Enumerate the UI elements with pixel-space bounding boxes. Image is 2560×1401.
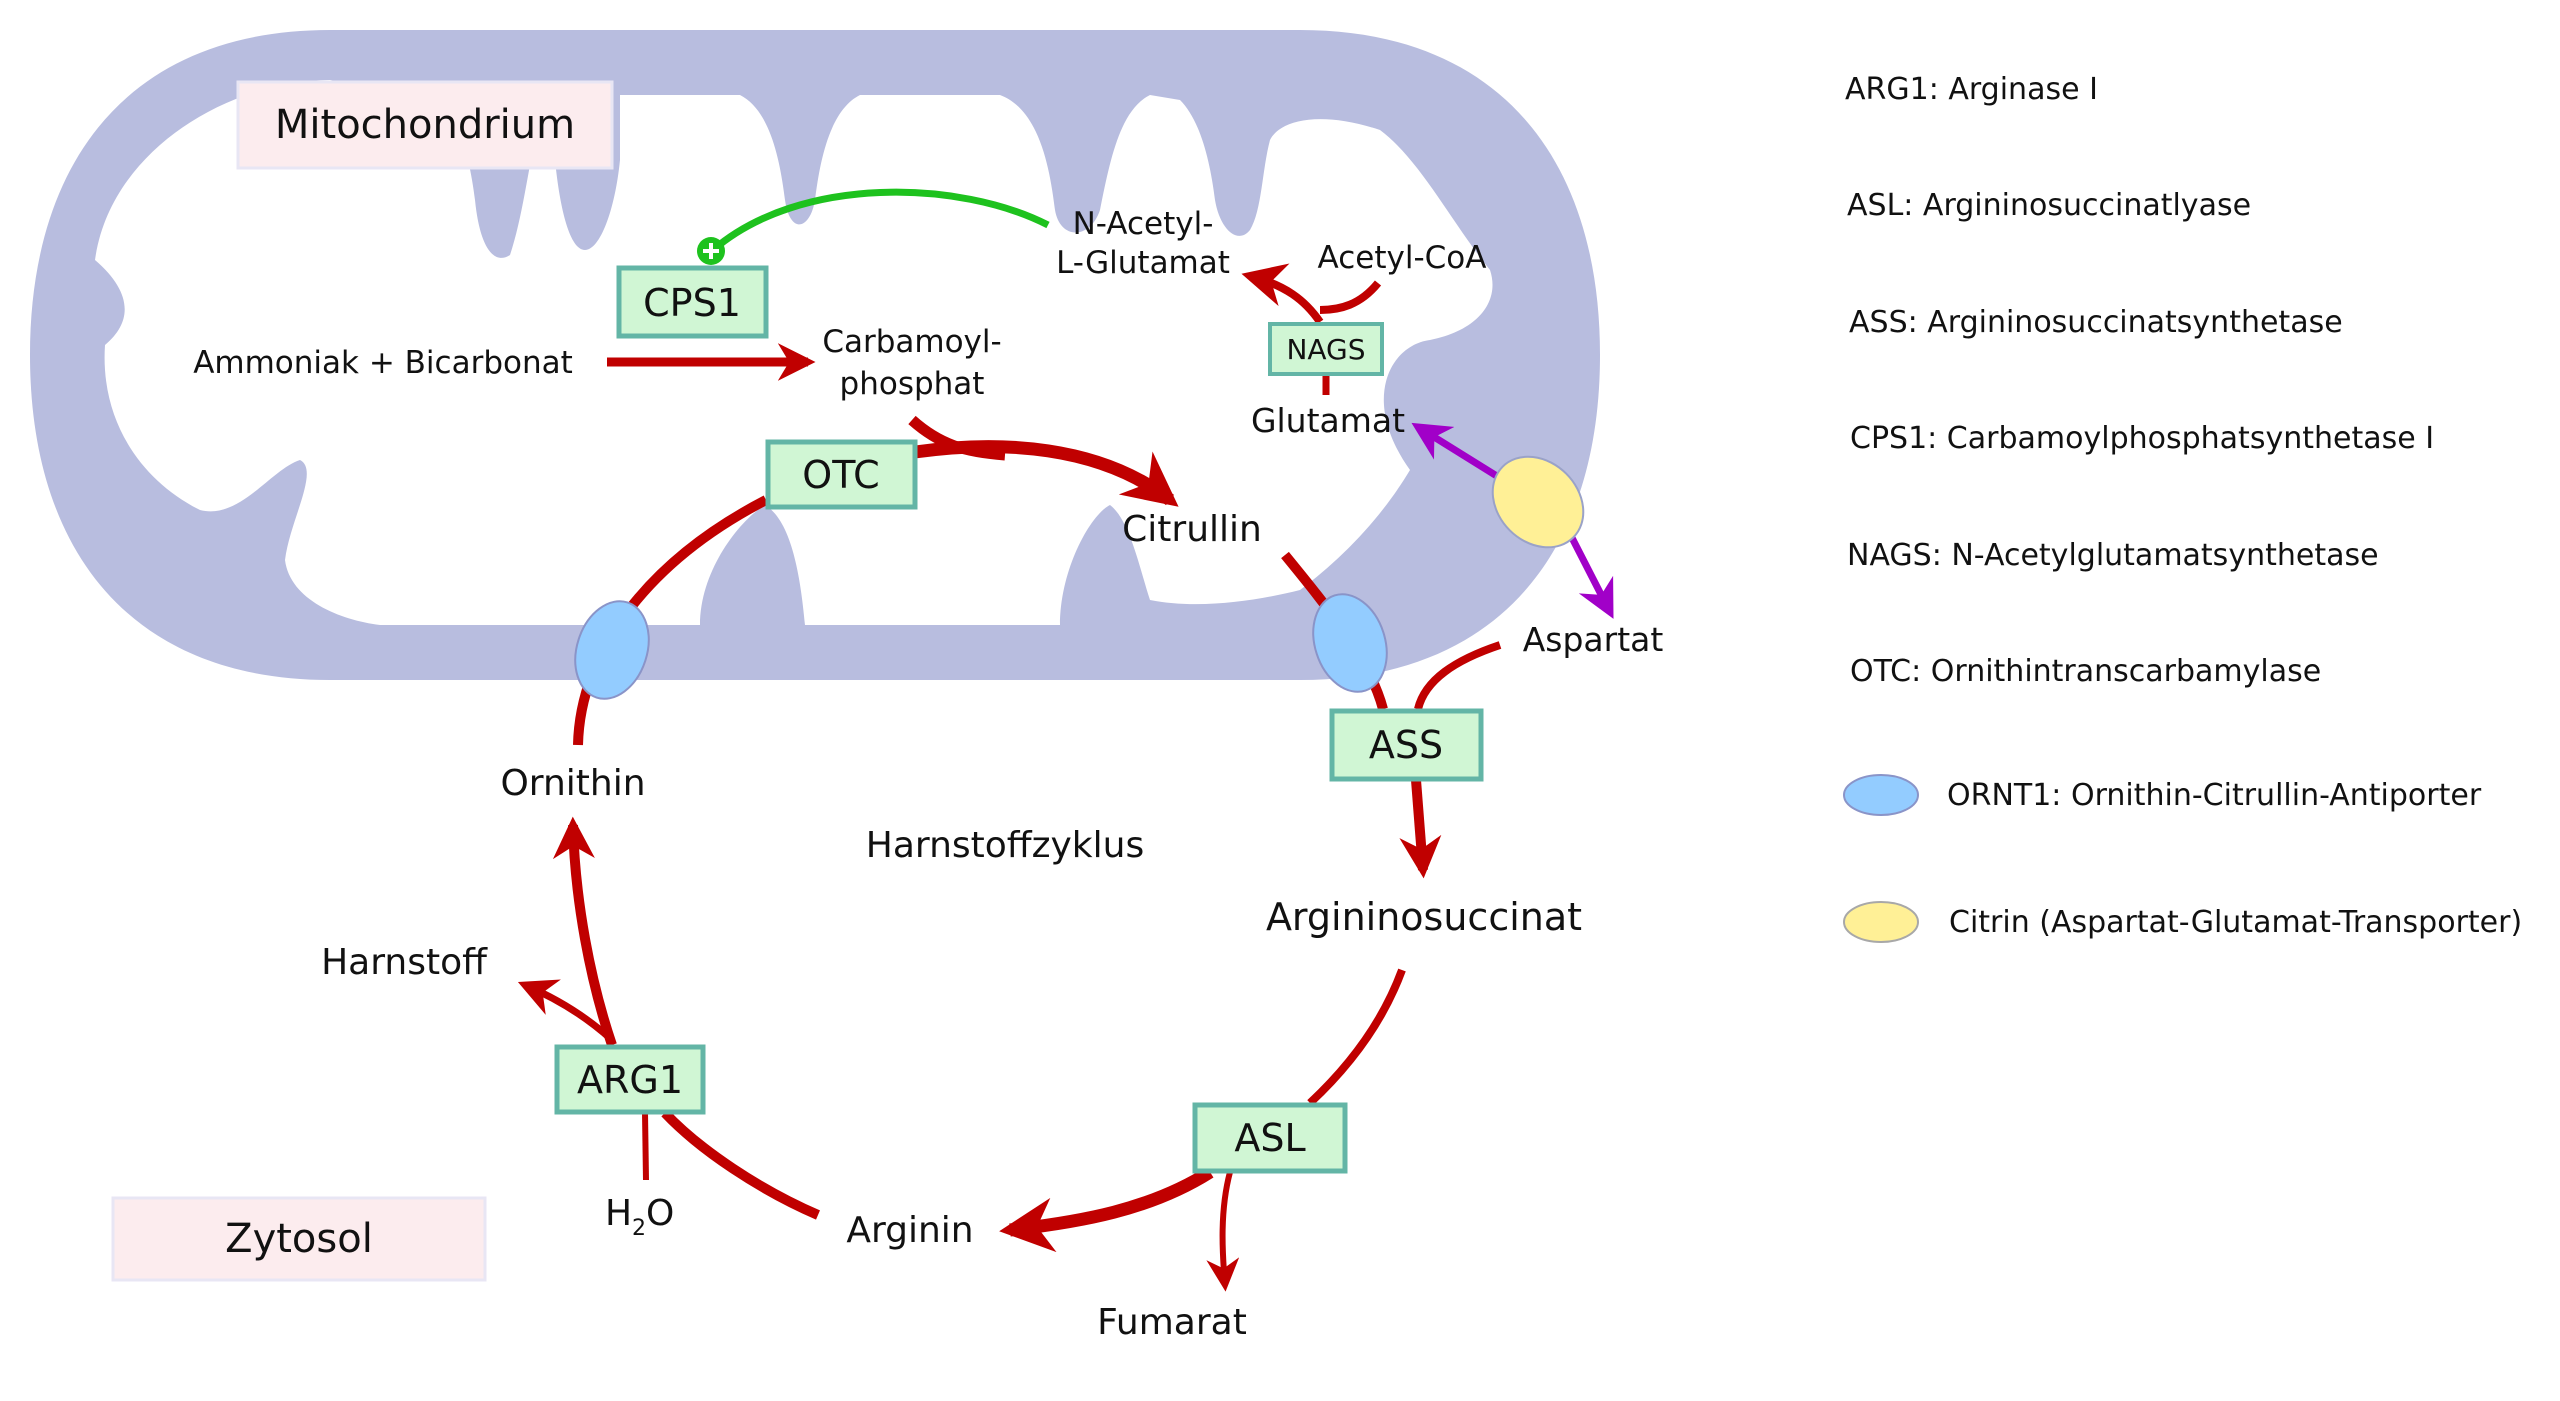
mitochondrion-label: Mitochondrium xyxy=(236,80,614,170)
mitochondrion-membrane xyxy=(30,30,1600,680)
enzyme-arg1-label: ARG1 xyxy=(577,1058,683,1102)
arrow-acetyl-coa-to-nags xyxy=(1319,280,1382,314)
legend-item-citrin: Citrin (Aspartat-Glutamat-Transporter) xyxy=(1949,905,2522,940)
metabolite-h2o: H 2 O xyxy=(605,1193,674,1241)
citrin-transporter xyxy=(1491,455,1585,549)
cytosol-label-text: Zytosol xyxy=(225,1216,373,1262)
metabolite-arginin: Arginin xyxy=(846,1210,973,1251)
metabolite-n-acetyl-glutamat-line2: L-Glutamat xyxy=(1056,245,1230,281)
metabolite-acetyl-coa: Acetyl-CoA xyxy=(1318,240,1487,276)
cycle-title: Harnstoffzyklus xyxy=(866,825,1144,866)
mitochondrion-label-text: Mitochondrium xyxy=(275,102,575,148)
enzyme-otc-label: OTC xyxy=(802,453,879,497)
enzyme-cps1: CPS1 xyxy=(616,265,769,339)
mitochondrion xyxy=(30,30,1600,680)
arrow-arg1-to-ornithin xyxy=(552,816,617,1047)
arrow-ass-to-argininosuccinat xyxy=(1399,779,1442,879)
ornt1-transporter-left xyxy=(574,600,650,700)
activation-arc xyxy=(710,188,1050,253)
arrow-citrin-to-glutamat xyxy=(1411,422,1502,481)
enzyme-cps1-label: CPS1 xyxy=(643,281,741,325)
legend-ornt1-symbol xyxy=(1843,774,1919,816)
arrow-asl-to-arginin xyxy=(999,1166,1214,1253)
ornt1-transporter-right xyxy=(1312,593,1388,693)
legend-item-asl: ASL: Argininosuccinatlyase xyxy=(1847,188,2251,223)
legend-item-nags: NAGS: N-Acetylglutamatsynthetase xyxy=(1847,538,2379,573)
arrow-nags-to-n-acetyl-glutamat xyxy=(1241,263,1324,325)
legend-item-arg1: ARG1: Arginase I xyxy=(1845,72,2098,107)
cytosol-label: Zytosol xyxy=(111,1196,487,1282)
legend-item-ornt1: ORNT1: Ornithin-Citrullin-Antiporter xyxy=(1947,778,2482,813)
arrow-arg1-to-harnstoff xyxy=(517,979,615,1043)
metabolite-ammoniak-bicarbonat: Ammoniak + Bicarbonat xyxy=(193,345,573,381)
enzyme-ass: ASS xyxy=(1329,708,1484,782)
metabolite-aspartat: Aspartat xyxy=(1523,620,1664,659)
enzyme-nags-label: NAGS xyxy=(1286,333,1365,366)
enzyme-nags: NAGS xyxy=(1268,322,1384,376)
metabolite-carbamoylphosphat-line2: phosphat xyxy=(840,366,985,402)
metabolite-argininosuccinat: Argininosuccinat xyxy=(1266,895,1582,939)
metabolite-fumarat: Fumarat xyxy=(1097,1302,1247,1343)
metabolite-ornithin: Ornithin xyxy=(500,763,645,804)
arrow-otc-to-citrullin xyxy=(914,440,1179,507)
arrow-citrin-to-aspartat xyxy=(1564,528,1614,619)
legend-item-ass: ASS: Argininosuccinatsynthetase xyxy=(1849,305,2343,340)
arrow-arginin-to-arg1 xyxy=(661,1109,820,1220)
legend-item-otc: OTC: Ornithintranscarbamylase xyxy=(1850,654,2321,689)
metabolite-n-acetyl-glutamat-line1: N-Acetyl- xyxy=(1073,206,1214,242)
activation-plus-icon xyxy=(697,237,725,265)
enzyme-otc: OTC xyxy=(765,439,918,510)
metabolite-carbamoylphosphat-line1: Carbamoyl- xyxy=(822,324,1001,360)
line-h2o-to-arg1 xyxy=(642,1112,649,1181)
metabolite-harnstoff: Harnstoff xyxy=(321,942,488,983)
h2o-o: O xyxy=(646,1193,674,1234)
metabolite-citrullin: Citrullin xyxy=(1122,509,1262,550)
h2o-subscript: 2 xyxy=(632,1216,646,1241)
enzyme-asl: ASL xyxy=(1192,1102,1348,1174)
enzyme-asl-label: ASL xyxy=(1234,1116,1305,1160)
h2o-h: H xyxy=(605,1193,632,1234)
legend-item-cps1: CPS1: Carbamoylphosphatsynthetase I xyxy=(1850,421,2434,456)
arrow-asl-to-fumarat xyxy=(1206,1171,1240,1292)
enzyme-ass-label: ASS xyxy=(1369,723,1443,767)
legend-citrin-symbol xyxy=(1843,901,1919,943)
arrow-argininosuccinat-to-asl xyxy=(1307,968,1406,1106)
arrow-aspartat-to-ass xyxy=(1414,641,1502,711)
enzyme-arg1: ARG1 xyxy=(554,1044,706,1115)
legend: ARG1: Arginase I ASL: Argininosuccinatly… xyxy=(1843,72,2522,943)
metabolite-glutamat: Glutamat xyxy=(1251,401,1405,440)
